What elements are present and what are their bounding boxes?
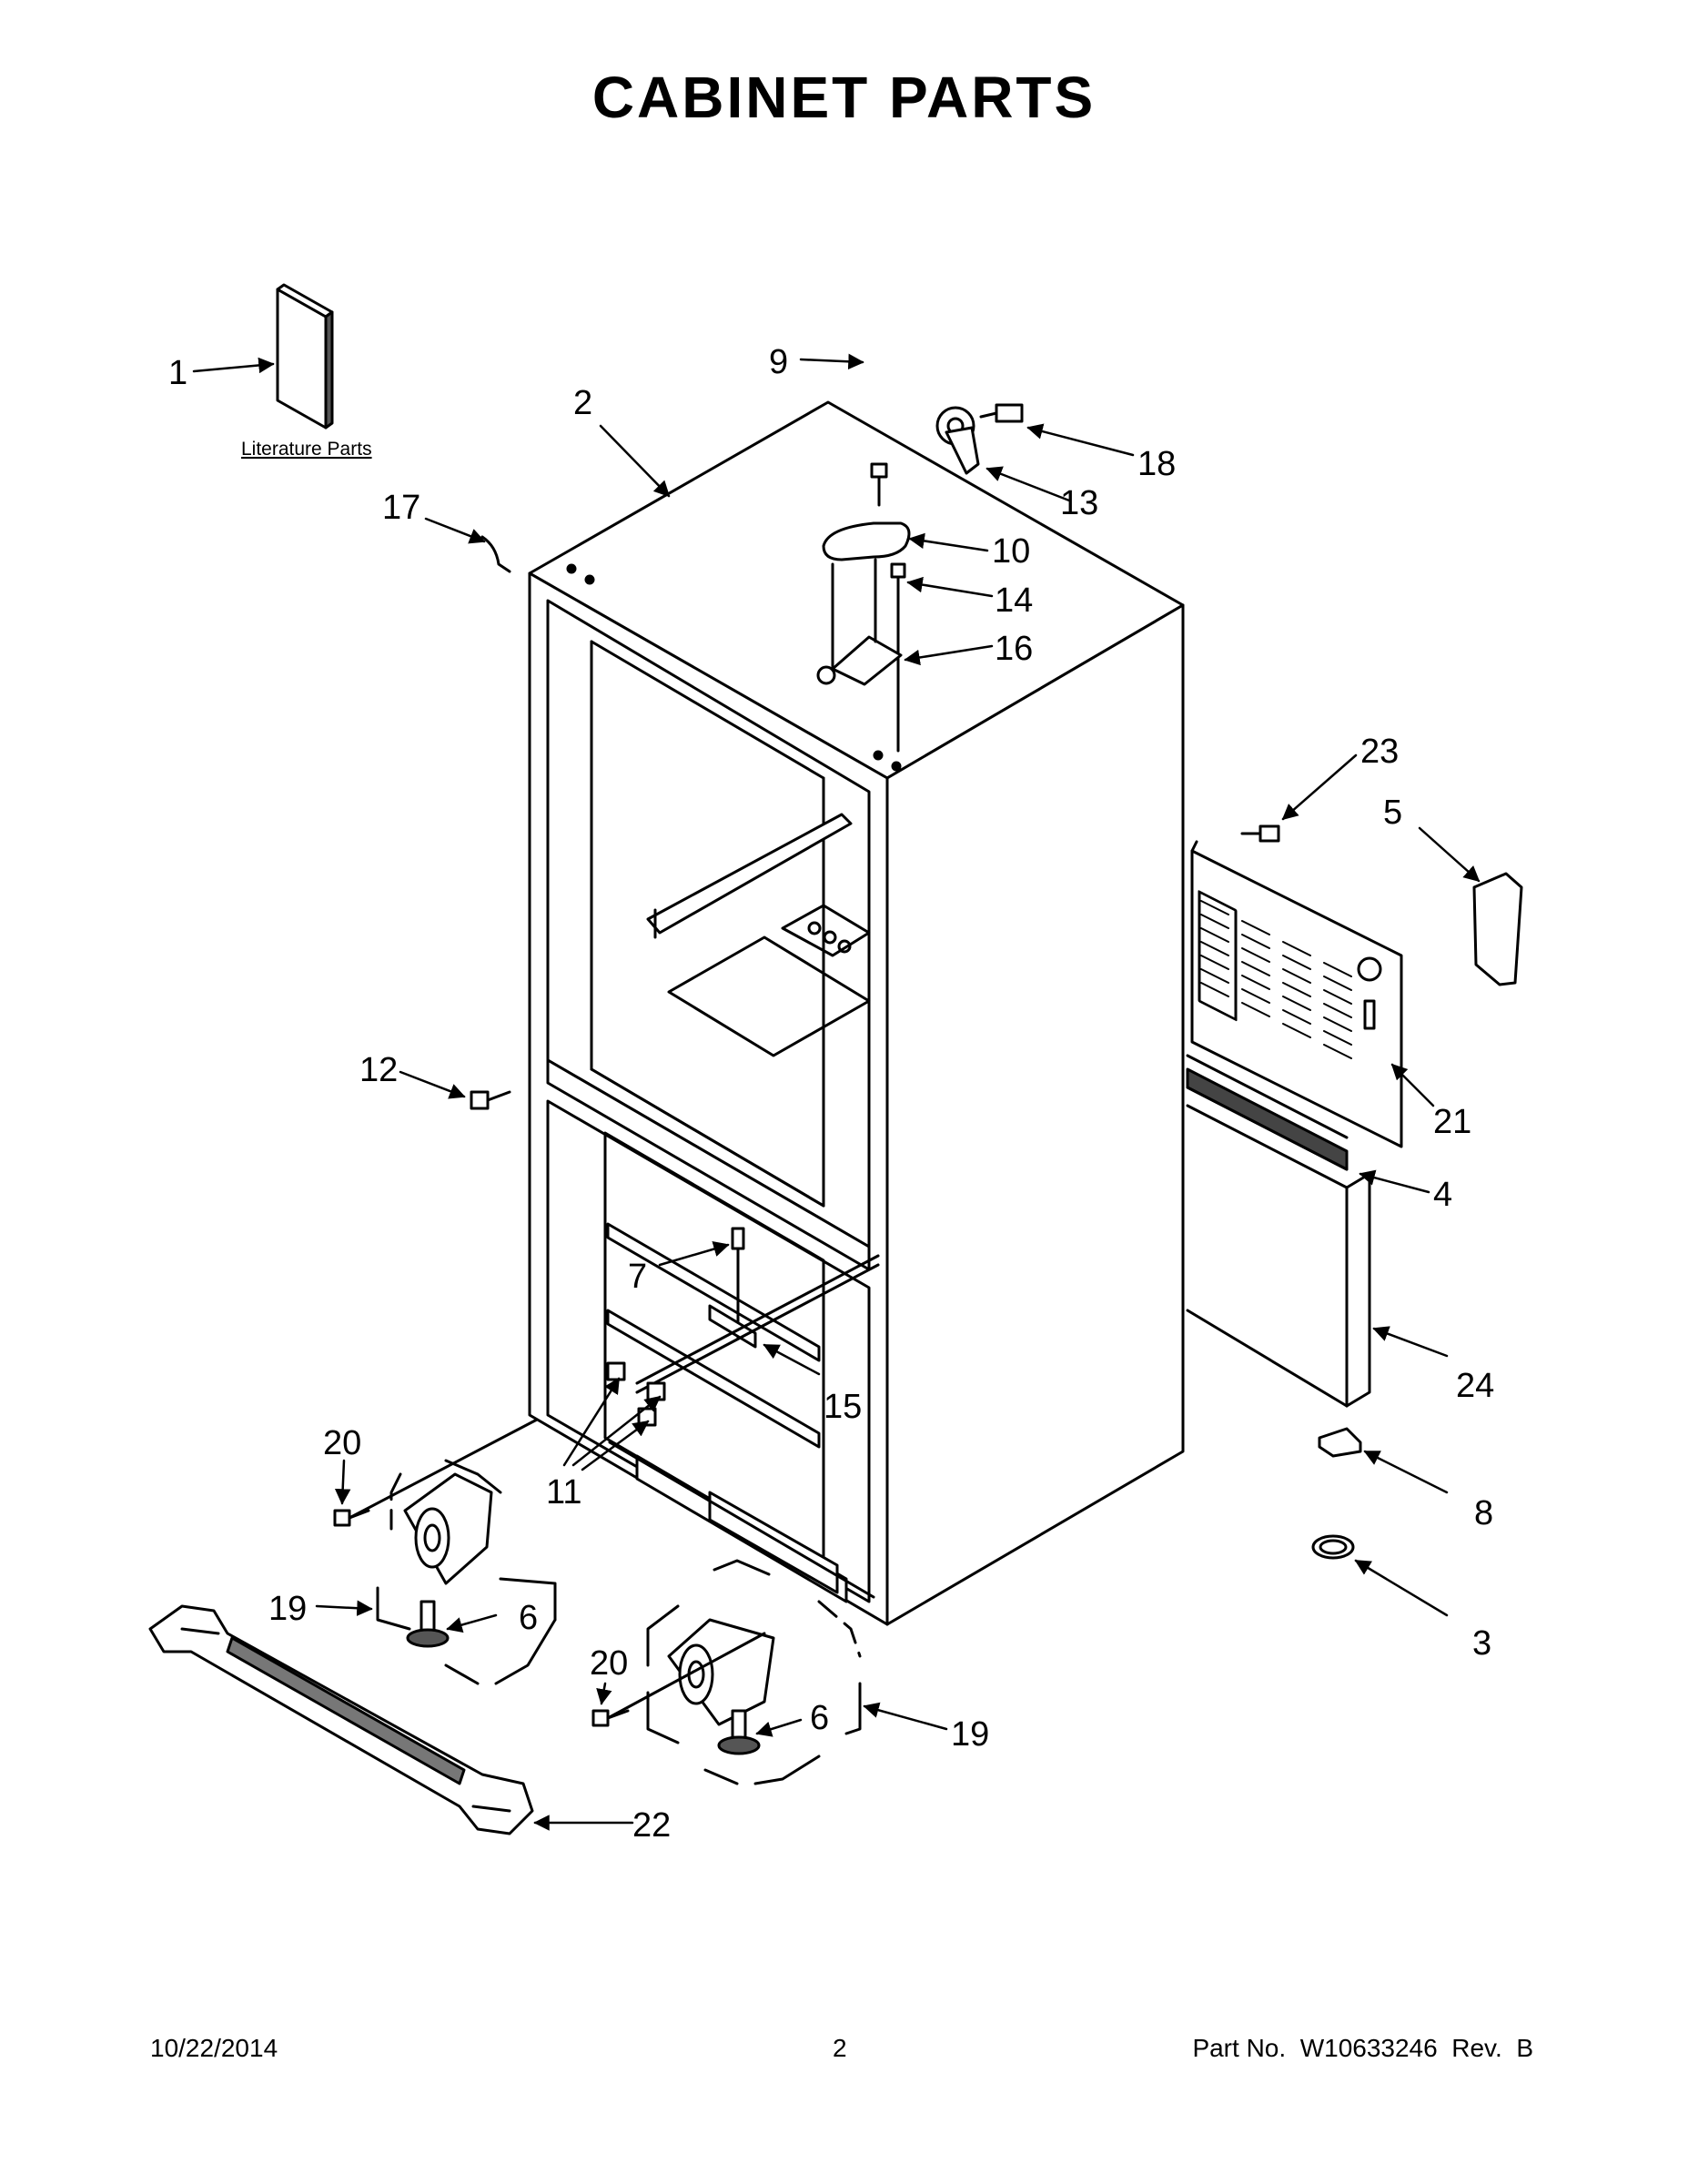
callout-labels: 1 Literature Parts 2 17 9 10 14 16 13 18… (168, 343, 1494, 1845)
callout-20-left: 20 (323, 1424, 361, 1462)
callout-13: 13 (1060, 484, 1098, 522)
callout-18: 18 (1137, 445, 1176, 483)
right-roller-assembly (591, 1559, 862, 1785)
callout-14: 14 (995, 581, 1033, 620)
callout-12: 12 (359, 1051, 398, 1089)
callout-2: 2 (573, 384, 592, 422)
callout-15: 15 (824, 1388, 862, 1426)
top-hinge-bracket (935, 403, 1024, 475)
cabinet-shell (528, 400, 1185, 1626)
callout-7: 7 (628, 1258, 647, 1296)
callout-21: 21 (1433, 1103, 1471, 1141)
callout-20-right: 20 (590, 1644, 628, 1683)
callout-19-right: 19 (951, 1715, 989, 1754)
kick-plate (148, 1604, 534, 1835)
side-screw (470, 1090, 511, 1110)
callout-6-right: 6 (810, 1699, 829, 1737)
lower-access-cover (1186, 1104, 1371, 1408)
callout-3: 3 (1472, 1624, 1491, 1663)
callout-11: 11 (546, 1473, 581, 1512)
footer-date: 10/22/2014 (150, 2034, 278, 2062)
seal-strip (1186, 1054, 1349, 1171)
callout-10: 10 (992, 532, 1030, 571)
literature-booklet (276, 283, 334, 430)
callout-6-left: 6 (519, 1599, 538, 1637)
rear-access-panel (1190, 824, 1403, 1148)
panel-clip (1472, 872, 1523, 986)
trim-strip (480, 535, 511, 573)
grommet-ring (1311, 1534, 1355, 1560)
small-clip (1318, 1427, 1362, 1458)
literature-parts-label: Literature Parts (241, 439, 372, 460)
callout-24: 24 (1456, 1367, 1494, 1405)
callout-8: 8 (1474, 1494, 1493, 1532)
callout-16: 16 (995, 630, 1033, 668)
leader-lines (192, 353, 1481, 1831)
page-title: CABINET PARTS (591, 65, 1097, 130)
center-bracket (635, 1227, 880, 1394)
callout-17: 17 (382, 489, 420, 527)
top-hinge-assembly (816, 462, 911, 753)
callout-1: 1 (168, 354, 187, 392)
left-roller-assembly (333, 1418, 557, 1685)
footer-part-number: Part No. W10633246 Rev. B (1192, 2034, 1533, 2062)
callout-23: 23 (1360, 733, 1399, 771)
callout-19-left: 19 (268, 1590, 307, 1628)
callout-4: 4 (1433, 1176, 1452, 1214)
footer-page-number: 2 (833, 2034, 847, 2062)
callout-5: 5 (1383, 794, 1402, 832)
callout-22: 22 (632, 1806, 671, 1845)
callout-9: 9 (769, 343, 788, 381)
